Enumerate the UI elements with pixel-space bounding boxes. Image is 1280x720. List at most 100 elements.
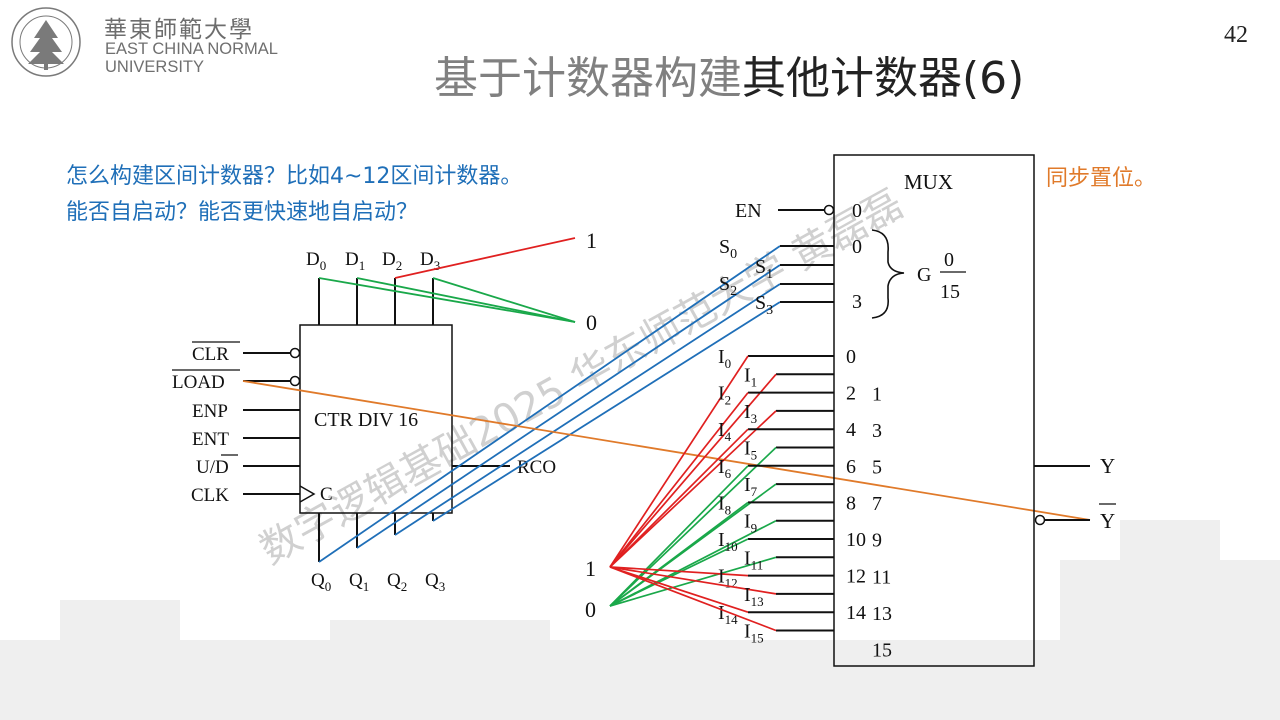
mux-input-number: 7 xyxy=(872,493,882,515)
wire-input-to-one xyxy=(609,410,777,568)
wire-load-ybar xyxy=(242,380,1091,521)
mux-input-number: 11 xyxy=(872,566,891,588)
mux-input-number: 12 xyxy=(846,566,866,588)
d0-label: D0 xyxy=(306,249,326,273)
wire-input-to-one xyxy=(609,566,749,577)
mux-input-label: I7 xyxy=(744,474,758,499)
q0-label: Q0 xyxy=(311,570,331,594)
select-last-number: 3 xyxy=(852,291,862,313)
const-one-bottom: 1 xyxy=(585,556,596,581)
wire-input-to-zero xyxy=(609,556,777,607)
wire-input-to-one xyxy=(609,428,749,568)
wire-input-to-zero xyxy=(609,538,749,607)
mux-input-number: 14 xyxy=(846,602,866,624)
select-group-brace xyxy=(871,229,905,319)
clock-triangle-icon xyxy=(299,485,316,503)
counter-box xyxy=(299,324,453,514)
wire-input-to-one xyxy=(609,566,777,632)
mux-block: MUX EN 0 0 3 G 0 15 S0 S1 S2 S3 Y Y xyxy=(719,154,1116,667)
clr-inversion-bubble xyxy=(289,347,301,359)
mux-input-label: I13 xyxy=(744,584,764,609)
wire-input-to-one xyxy=(609,566,777,595)
ud-label: U/D xyxy=(196,457,229,478)
logo-chinese-name: 華東師範大學 xyxy=(104,17,254,43)
mux-input-number: 5 xyxy=(872,457,882,479)
const-one-top: 1 xyxy=(586,228,597,253)
mux-input-number: 15 xyxy=(872,640,892,662)
mux-input-label: I11 xyxy=(744,547,763,572)
group-bottom: 15 xyxy=(940,281,960,303)
slide-title-part1: 基于计数器构建 xyxy=(434,53,742,104)
en-number: 0 xyxy=(852,200,862,222)
group-top: 0 xyxy=(944,249,954,271)
output-ybar: Y xyxy=(1100,509,1115,533)
counter-name: CTR DIV 16 xyxy=(314,409,418,431)
ent-label: ENT xyxy=(192,429,229,450)
wire-input-to-zero xyxy=(609,446,777,607)
mux-input-label: I3 xyxy=(744,401,757,426)
mux-input-number: 6 xyxy=(846,456,856,478)
wire-input-to-one xyxy=(609,355,749,568)
wire-d2-to-one xyxy=(394,237,576,279)
d2-label: D2 xyxy=(382,249,402,273)
ybar-inversion-bubble xyxy=(1034,514,1046,526)
mux-input-label: I8 xyxy=(718,492,731,517)
sync-set-note: 同步置位。 xyxy=(1046,166,1157,191)
mux-input-label: I0 xyxy=(718,346,731,371)
mux-input-number: 13 xyxy=(872,603,892,625)
const-zero-bottom: 0 xyxy=(585,597,596,622)
watermark-text: 数字逻辑基础2025 华东师范大学 黄磊磊 xyxy=(253,181,911,574)
university-emblem-icon xyxy=(11,7,81,77)
mux-input-label: I9 xyxy=(744,511,757,536)
wire-q0-s0 xyxy=(318,245,781,563)
mux-input-number: 9 xyxy=(872,530,882,552)
wire-q1-s1 xyxy=(356,264,781,549)
mux-input-number: 1 xyxy=(872,383,882,405)
d1-label: D1 xyxy=(345,249,365,273)
mux-input-label: I2 xyxy=(718,383,731,408)
mux-input-number: 2 xyxy=(846,383,856,405)
clr-label: CLR xyxy=(192,344,229,365)
q2-label: Q2 xyxy=(387,570,407,594)
mux-input-label: I1 xyxy=(744,364,757,389)
university-logo: 華東師範大學 EAST CHINA NORMAL UNIVERSITY xyxy=(8,4,298,80)
wire-q3-s3 xyxy=(432,301,781,522)
clk-label: CLK xyxy=(191,485,229,506)
mux-input-number: 0 xyxy=(846,346,856,368)
mux-name: MUX xyxy=(904,170,953,194)
question-line-1: 怎么构建区间计数器？比如4~12区间计数器。 xyxy=(66,164,523,189)
q3-label: Q3 xyxy=(425,570,445,594)
mux-input-number: 4 xyxy=(846,419,856,441)
wire-input-to-one xyxy=(609,392,749,568)
mux-input-number: 10 xyxy=(846,529,866,551)
wire-input-to-zero xyxy=(609,465,749,607)
wire-d3-to-zero xyxy=(432,277,576,323)
question-line-2: 能否自启动？能否更快速地自启动？ xyxy=(66,200,419,225)
select-first-number: 0 xyxy=(852,236,862,258)
wire-d1-to-zero xyxy=(356,277,576,323)
background-skyline xyxy=(0,520,1280,720)
slide-title: 基于计数器构建其他计数器(6) xyxy=(434,42,1024,106)
mux-input-number: 8 xyxy=(846,492,856,514)
mux-input-number: 3 xyxy=(872,420,882,442)
output-y: Y xyxy=(1100,454,1115,478)
en-label: EN xyxy=(735,200,762,222)
enp-label: ENP xyxy=(192,401,228,422)
clock-label: C xyxy=(320,484,333,505)
wire-q2-s2 xyxy=(394,283,781,536)
logo-english-line1: EAST CHINA NORMAL xyxy=(105,40,278,58)
q1-label: Q1 xyxy=(349,570,369,594)
rco-label: RCO xyxy=(517,457,556,478)
en-inversion-bubble xyxy=(823,204,835,216)
wire-input-to-one xyxy=(609,566,749,614)
wire-input-to-zero xyxy=(609,501,749,607)
wire-d0-to-zero xyxy=(318,277,576,323)
mux-input-label: I5 xyxy=(744,438,757,463)
page-number: 42 xyxy=(1224,22,1248,48)
mux-input-label: I10 xyxy=(718,529,738,554)
group-label: G xyxy=(917,264,931,286)
wire-input-to-one xyxy=(609,373,777,568)
slide-title-part2: 其他计数器(6) xyxy=(742,53,1025,104)
